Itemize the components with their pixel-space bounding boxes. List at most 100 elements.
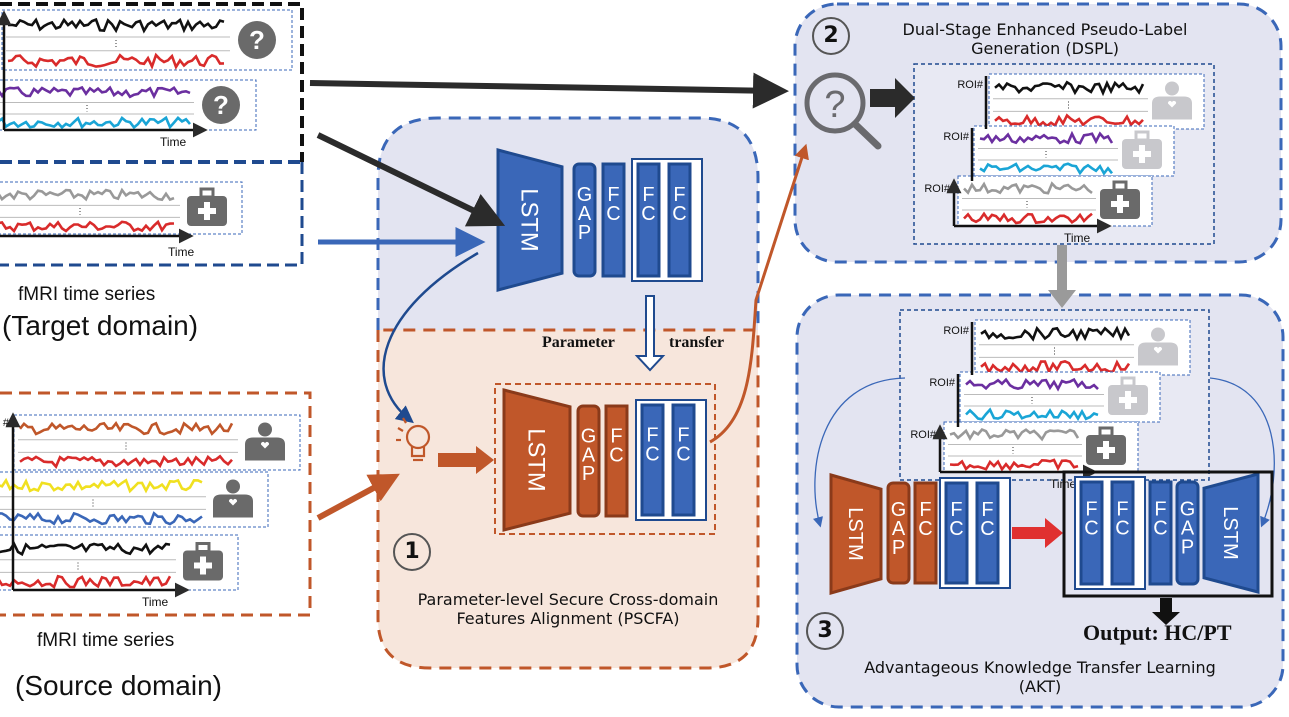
roi-signal-bottom xyxy=(19,454,233,469)
person-heart-icon xyxy=(213,494,253,518)
gap-layer-label: A xyxy=(578,203,592,225)
arrow-akt-right xyxy=(1209,377,1275,528)
person-head xyxy=(226,479,240,494)
arrow-knowledge-transfer xyxy=(1012,518,1063,548)
arrow-target-to-dspl xyxy=(309,72,789,109)
fc-layer-label: F xyxy=(1116,499,1128,521)
svg-text:?: ? xyxy=(824,84,845,126)
lstm-label: LSTM xyxy=(516,188,543,251)
roi-signal-bottom xyxy=(7,52,225,70)
roi-signal-top xyxy=(0,187,175,202)
lstm-block xyxy=(496,148,564,292)
arrow-lstm-to-idea xyxy=(382,251,479,424)
fc-layer-label: C xyxy=(676,443,690,465)
fc-layer xyxy=(1148,480,1173,586)
gap-layer xyxy=(572,162,597,278)
output-label: Output: HC/PT xyxy=(1083,620,1232,645)
roi-signal-bottom xyxy=(0,219,175,234)
question-mark-icon xyxy=(238,21,276,59)
fc-layer-label: F xyxy=(950,499,962,521)
heart-glyph xyxy=(260,441,270,449)
pscfa-title-line1: Parameter-level Secure Cross-domain xyxy=(417,590,719,609)
source-domain-box xyxy=(0,391,312,617)
medical-cross xyxy=(198,208,216,214)
roi-signal-top xyxy=(7,17,225,34)
arrow-dspl-to-akt xyxy=(1048,245,1076,308)
stage-number-2: 2 xyxy=(812,17,850,55)
gap-layer-label: A xyxy=(1181,518,1195,540)
roi-signal-top xyxy=(949,428,1080,442)
gap-layer-label: A xyxy=(582,444,596,466)
akt-title: Advantageous Knowledge Transfer Learning… xyxy=(820,658,1260,696)
fc-layer-label: C xyxy=(980,518,994,540)
fc-layer-label: F xyxy=(1085,499,1097,521)
roi-signal-bottom xyxy=(979,162,1114,176)
person-heart-icon xyxy=(245,437,285,461)
dspl-title-line2: Generation (DSPL) xyxy=(971,39,1119,58)
roi-axis-label: ROI# xyxy=(957,79,984,91)
gap-layer-label: P xyxy=(892,537,905,559)
time-axis-label: Time xyxy=(168,245,195,259)
medical-cross xyxy=(1133,151,1151,157)
fc-layer xyxy=(601,162,626,278)
dspl-title: Dual-Stage Enhanced Pseudo-Label Generat… xyxy=(865,20,1225,58)
akt-title-line1: Advantageous Knowledge Transfer Learning xyxy=(864,658,1216,677)
heart-glyph xyxy=(1167,100,1177,108)
fc-layer-label: F xyxy=(673,184,685,206)
lstm-label: LSTM xyxy=(1219,506,1241,559)
roi-signal-bottom xyxy=(0,511,203,526)
medical-cross xyxy=(194,562,212,569)
pscfa-title-line2: Features Alignment (PSCFA) xyxy=(456,609,680,628)
arrow-akt-left xyxy=(812,377,906,528)
magnifier-question-icon: ? xyxy=(804,72,882,150)
gap-layer-label: G xyxy=(577,184,593,206)
fc-layer-label: F xyxy=(642,184,654,206)
student-network-frame xyxy=(1062,470,1274,598)
lstm-label: LSTM xyxy=(523,428,550,491)
roi-signal-bottom xyxy=(994,113,1144,128)
fc-layer xyxy=(975,481,1000,585)
person-head xyxy=(1165,81,1179,96)
gap-layer-label: G xyxy=(581,425,597,447)
heart-glyph xyxy=(228,498,238,506)
gap-layer-label: P xyxy=(578,222,591,244)
gap-layer-label: G xyxy=(1180,499,1196,521)
fc-layer xyxy=(640,403,665,517)
time-axis-label: Time xyxy=(142,595,169,609)
arrow-source-to-idea xyxy=(316,473,400,521)
fc-layer-label: C xyxy=(609,444,623,466)
transfer-label: transfer xyxy=(669,334,725,351)
dspl-title-line1: Dual-Stage Enhanced Pseudo-Label xyxy=(902,20,1188,39)
akt-title-line2: (AKT) xyxy=(1018,677,1062,696)
pscfa-title: Parameter-level Secure Cross-domain Feat… xyxy=(380,590,756,628)
lstm-block xyxy=(1202,472,1260,594)
parameter-transfer-arrow xyxy=(634,295,666,372)
fc-layer-label: C xyxy=(1084,518,1098,540)
roi-signal-bottom xyxy=(0,574,172,590)
fc-layer xyxy=(667,162,692,278)
fc-layer-label: C xyxy=(1153,518,1167,540)
fc-layer-label: F xyxy=(981,499,993,521)
roi-signal-top xyxy=(0,541,171,557)
gap-layer-label: A xyxy=(892,518,906,540)
medical-cross xyxy=(1097,447,1115,453)
fc-layer-label: F xyxy=(919,499,931,521)
roi-signal-bottom xyxy=(949,458,1079,472)
fc-layer xyxy=(1079,480,1104,586)
roi-signal-top xyxy=(994,80,1145,97)
fc-layer-label: C xyxy=(918,518,932,540)
fc-layer-label: F xyxy=(610,425,622,447)
fc-layer-label: F xyxy=(646,424,658,446)
arrow-output xyxy=(1152,598,1180,625)
medical-cross xyxy=(1111,201,1129,207)
fc-layer-label: C xyxy=(641,203,655,225)
fc-layer-label: F xyxy=(607,184,619,206)
roi-signal-bottom xyxy=(963,211,1093,225)
parameter-label: Parameter xyxy=(542,334,615,351)
person-head xyxy=(1151,327,1165,342)
